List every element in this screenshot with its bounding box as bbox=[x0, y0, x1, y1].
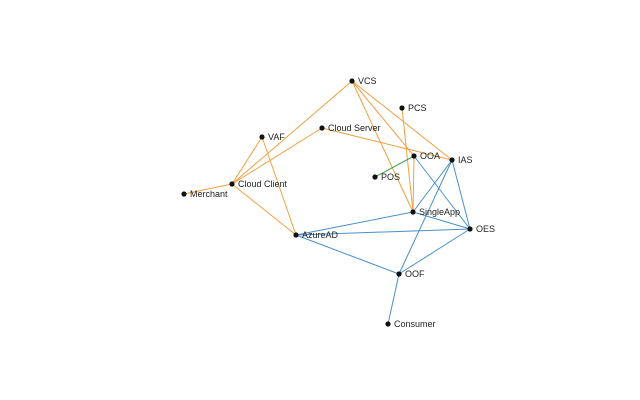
edge-vcs-singleapp bbox=[351, 80, 414, 213]
node-label: Cloud Server bbox=[328, 123, 381, 133]
edge-ias-singleapp bbox=[412, 159, 453, 213]
node-dot bbox=[411, 153, 417, 159]
edge-vcs-ias bbox=[351, 80, 453, 161]
node-cloudserver[interactable]: Cloud Server bbox=[319, 123, 381, 133]
node-label: Merchant bbox=[190, 189, 228, 199]
edge-ias-oes bbox=[451, 159, 471, 230]
node-label: IAS bbox=[458, 155, 473, 165]
edge-azuread-oes bbox=[295, 228, 471, 236]
edge-cloudserver-cloudclient bbox=[231, 127, 323, 185]
node-label: SingleApp bbox=[419, 207, 460, 217]
node-ooa[interactable]: OOA bbox=[411, 151, 440, 161]
node-merchant[interactable]: Merchant bbox=[181, 189, 228, 199]
edge-vcs-ooa bbox=[351, 80, 415, 157]
node-ias[interactable]: IAS bbox=[449, 155, 473, 165]
node-label: OOF bbox=[405, 269, 425, 279]
node-dot bbox=[259, 134, 265, 140]
node-dot bbox=[396, 271, 402, 277]
edge-ooa-oes bbox=[413, 155, 471, 230]
edge-vaf-azuread bbox=[261, 136, 297, 236]
node-dot bbox=[293, 232, 299, 238]
edge-ooa-singleapp bbox=[412, 155, 415, 213]
node-label: OOA bbox=[420, 151, 440, 161]
node-pos[interactable]: POS bbox=[372, 172, 400, 182]
edge-vcs-cloudclient bbox=[231, 80, 353, 185]
node-dot bbox=[399, 105, 405, 111]
edge-oof-oes bbox=[398, 228, 471, 275]
node-label: POS bbox=[381, 172, 400, 182]
node-vcs[interactable]: VCS bbox=[349, 76, 377, 86]
node-vaf[interactable]: VAF bbox=[259, 132, 285, 142]
node-label: Cloud Client bbox=[238, 179, 288, 189]
node-dot bbox=[181, 191, 187, 197]
edge-cloudserver-ias bbox=[321, 127, 453, 161]
edge-singleapp-azuread bbox=[295, 211, 414, 236]
edge-cloudclient-azuread bbox=[231, 183, 297, 236]
edge-vaf-cloudclient bbox=[231, 136, 263, 185]
edge-oof-consumer bbox=[387, 273, 400, 325]
node-label: Consumer bbox=[394, 319, 436, 329]
edge-pos-ooa bbox=[374, 155, 415, 178]
node-pcs[interactable]: PCS bbox=[399, 103, 427, 113]
node-cloudclient[interactable]: Cloud Client bbox=[229, 179, 288, 189]
edge-cloudclient-merchant bbox=[183, 183, 233, 195]
node-oof[interactable]: OOF bbox=[396, 269, 425, 279]
node-dot bbox=[467, 226, 473, 232]
node-dot bbox=[229, 181, 235, 187]
edge-ias-oof bbox=[398, 159, 453, 275]
edge-singleapp-oes bbox=[412, 211, 471, 230]
node-label: OES bbox=[476, 224, 495, 234]
edge-azuread-oof bbox=[295, 234, 400, 275]
node-dot bbox=[349, 78, 355, 84]
node-dot bbox=[410, 209, 416, 215]
node-label: PCS bbox=[408, 103, 427, 113]
node-dot bbox=[385, 321, 391, 327]
node-dot bbox=[449, 157, 455, 163]
node-label: VCS bbox=[358, 76, 377, 86]
node-azuread[interactable]: AzureAD bbox=[293, 230, 339, 240]
node-singleapp[interactable]: SingleApp bbox=[410, 207, 460, 217]
node-consumer[interactable]: Consumer bbox=[385, 319, 436, 329]
node-oes[interactable]: OES bbox=[467, 224, 495, 234]
node-label: AzureAD bbox=[302, 230, 339, 240]
node-label: VAF bbox=[268, 132, 285, 142]
edges-layer bbox=[183, 80, 471, 325]
node-dot bbox=[372, 174, 378, 180]
node-dot bbox=[319, 125, 325, 131]
